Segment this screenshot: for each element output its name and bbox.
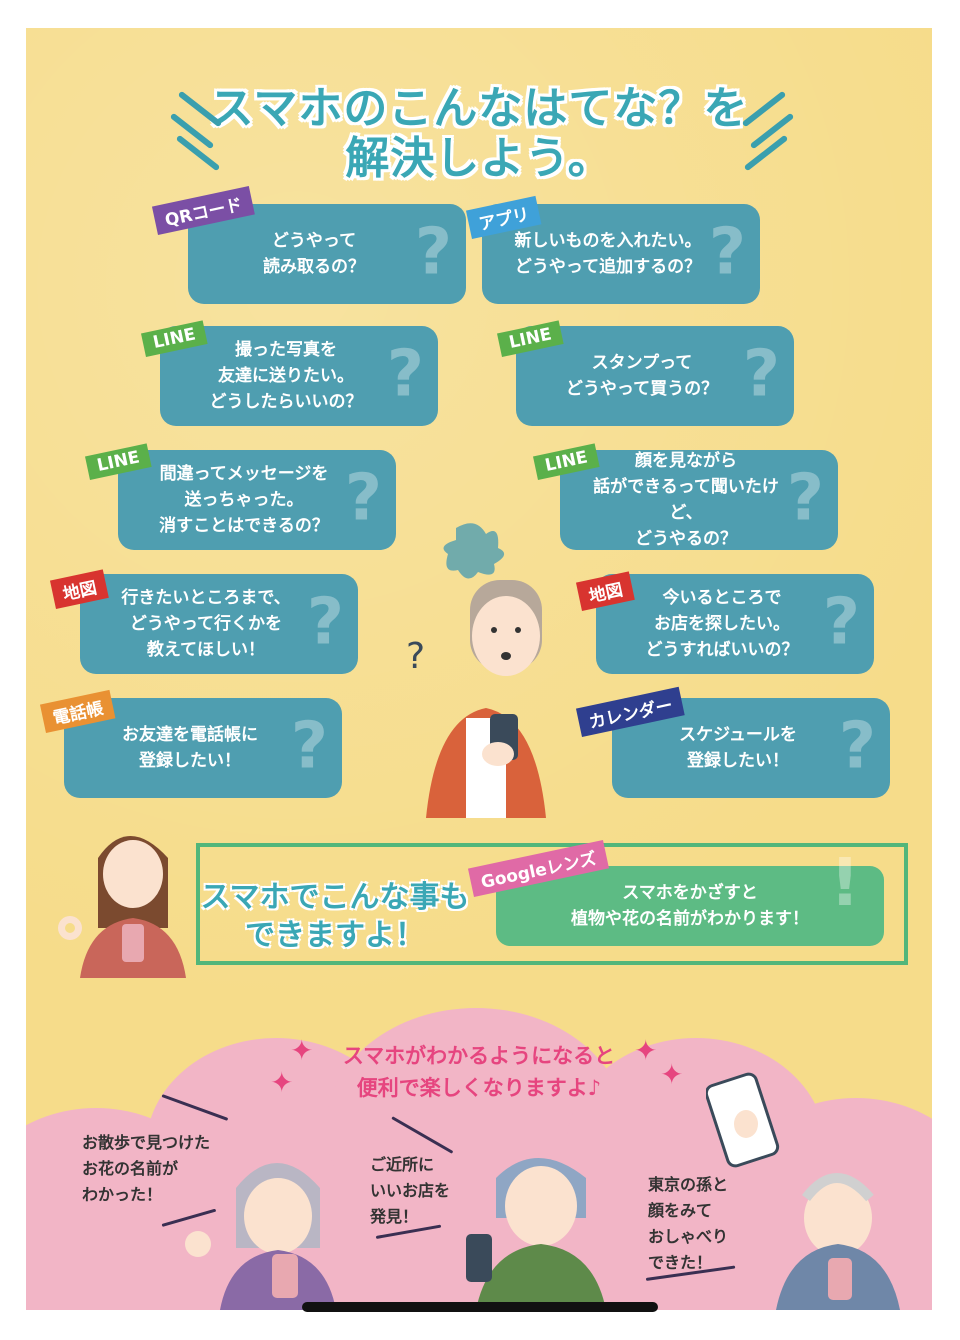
speech-flower: お散歩で見つけた お花の名前が わかった！ <box>82 1133 211 1204</box>
sparkle-icon: ✦ <box>290 1034 314 1067</box>
question-mark-icon: ? <box>344 461 382 536</box>
woman-ok-illustration <box>58 836 186 978</box>
question-text: どうやって 読み取るの？ <box>263 231 365 277</box>
poster: スマホのこんなはてな？を 解決しよう。 どうやって 読み取るの？ ? QRコード… <box>26 28 932 1310</box>
question-mark-icon: ? <box>290 709 328 784</box>
feature-text: スマホをかざすと 植物や花の名前がわかります！ <box>571 883 809 929</box>
question-mark-icon: ? <box>386 337 424 412</box>
bottom-headline-line1: スマホがわかるようになると <box>342 1044 616 1068</box>
exclamation-icon: ! <box>829 844 860 921</box>
question-box-line-video: 顔を見ながら 話ができるって聞いたけど、 どうやるの？ ? <box>560 450 838 550</box>
question-text: お友達を電話帳に 登録したい！ <box>122 725 258 771</box>
question-text: 撮った写真を 友達に送りたい。 どうしたらいいの？ <box>209 340 363 412</box>
feature-heading-line1: スマホでこんな事も <box>200 880 470 915</box>
sparkle-icon: ✦ <box>660 1058 684 1091</box>
question-mark-icon: ? <box>838 709 876 784</box>
grandma-illustration <box>185 1163 336 1310</box>
question-text: スケジュールを 登録したい！ <box>679 725 797 771</box>
question-text: 新しいものを入れたい。 どうやって追加するの？ <box>514 231 702 277</box>
question-mark-icon: ? <box>414 215 452 290</box>
speech-shop: ご近所に いいお店を 発見！ <box>370 1155 451 1226</box>
question-box-qr: どうやって 読み取るの？ ? <box>188 204 466 304</box>
question-text: 間違ってメッセージを 送っちゃった。 消すことはできるの？ <box>159 464 329 536</box>
feature-frame <box>196 843 908 965</box>
grandpa-illustration <box>466 1158 606 1310</box>
question-box-line-delete: 間違ってメッセージを 送っちゃった。 消すことはできるの？ ? <box>118 450 396 550</box>
sparkle-icon: ✦ <box>270 1066 294 1099</box>
feature-heading-line2: できますよ！ <box>245 918 425 953</box>
page-title-line2: 解決しよう。 <box>345 133 613 184</box>
question-text: 行きたいところまで、 どうやって行くかを 教えてほしい！ <box>121 588 291 660</box>
grandpa-video-call-illustration <box>706 1072 900 1310</box>
sparkle-icon: ✦ <box>634 1034 658 1067</box>
question-mark-icon: ? <box>822 585 860 660</box>
page-title-line1: スマホのこんなはてな？を <box>209 83 749 134</box>
bottom-headline-line2: 便利で楽しくなりますよ♪ <box>356 1076 602 1100</box>
question-mark-icon: ? <box>306 585 344 660</box>
svg-text:?: ? <box>406 636 425 677</box>
question-mark-icon: ? <box>786 461 824 536</box>
question-text: スタンプって どうやって買うの？ <box>565 353 719 399</box>
speech-grandchild: 東京の孫と 顔をみて おしゃべり できた！ <box>648 1175 729 1272</box>
question-mark-icon: ? <box>742 337 780 412</box>
feature-box-google-lens: スマホをかざすと 植物や花の名前がわかります！ ! <box>496 844 884 946</box>
question-mark-icon: ? <box>708 215 746 290</box>
question-box-map-route: 行きたいところまで、 どうやって行くかを 教えてほしい！ ? <box>80 574 358 674</box>
question-box-map-shop: 今いるところで お店を探したい。 どうすればいいの？ ? <box>596 574 874 674</box>
question-text: 今いるところで お店を探したい。 どうすればいいの？ <box>645 588 799 660</box>
confused-man-illustration: ? <box>406 523 546 818</box>
home-indicator[interactable] <box>302 1302 658 1312</box>
question-text: 顔を見ながら 話ができるって聞いたけど、 どうやるの？ <box>593 451 779 549</box>
